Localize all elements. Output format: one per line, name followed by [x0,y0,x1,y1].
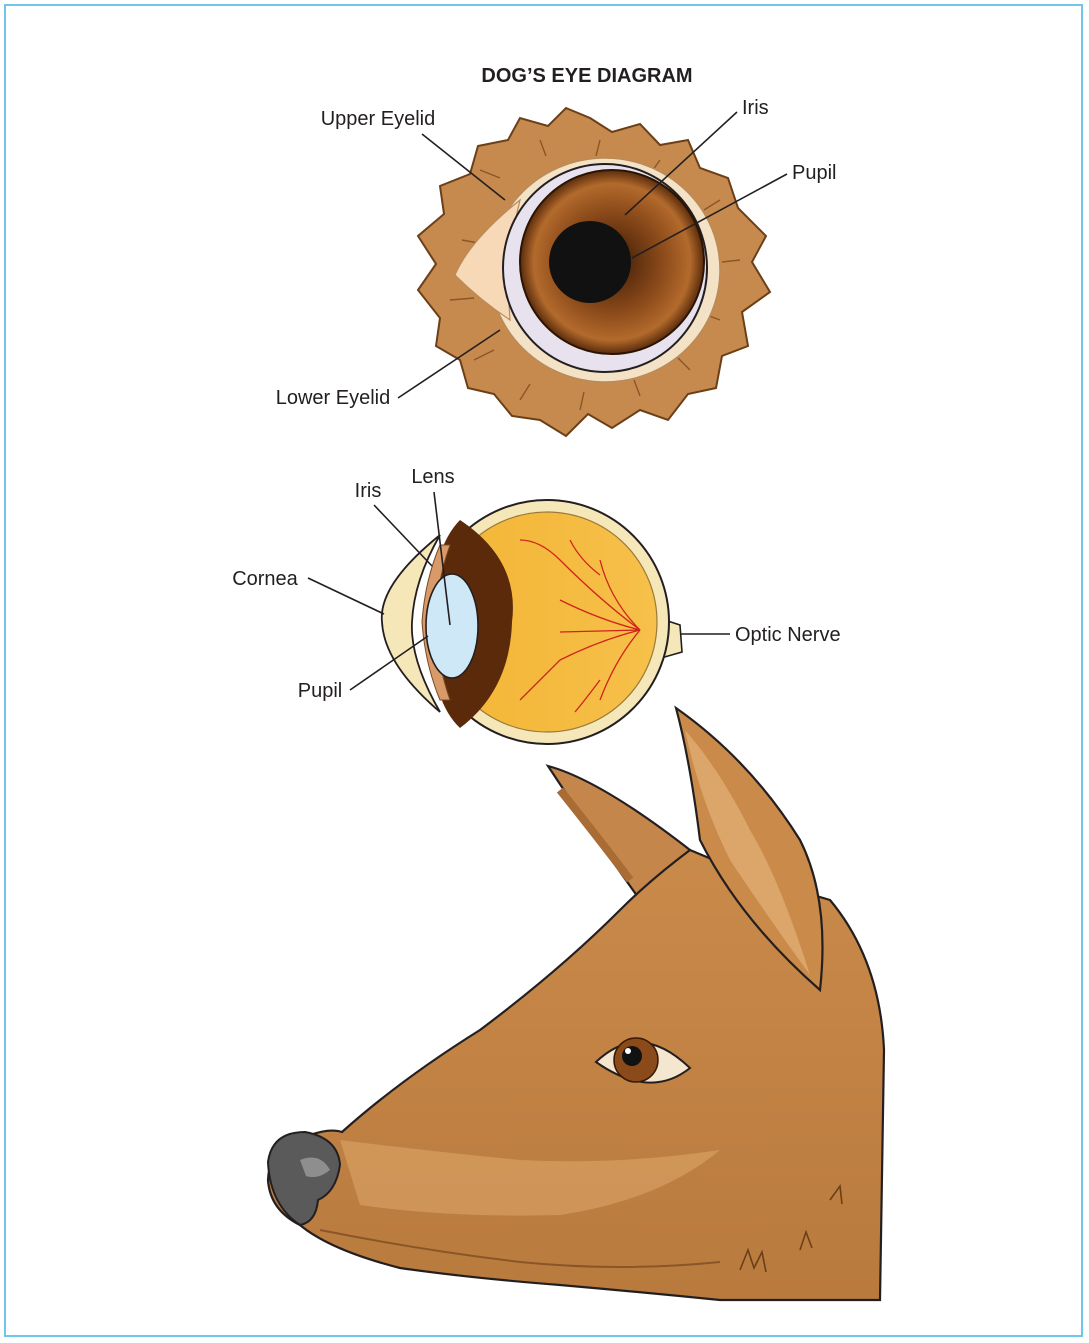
diagram-title: DOG’S EYE DIAGRAM [481,65,692,87]
dog-eye-pupil [622,1046,642,1066]
label-iris-section: Iris [355,480,382,502]
label-lens: Lens [411,466,454,488]
dog-head [268,708,884,1300]
label-optic-nerve: Optic Nerve [735,624,841,646]
leader-iris-section [374,505,432,566]
pupil [549,221,631,303]
label-upper-eyelid: Upper Eyelid [321,108,436,130]
label-cornea: Cornea [232,568,298,590]
label-pupil-section: Pupil [298,680,342,702]
leader-cornea [308,578,384,614]
label-pupil-front: Pupil [792,162,836,184]
label-iris-front: Iris [742,97,769,119]
lens [426,574,478,678]
eye-front-view [418,108,770,436]
dog-eye-highlight [625,1048,631,1054]
label-lower-eyelid: Lower Eyelid [276,387,391,409]
eye-cross-section [382,500,682,744]
